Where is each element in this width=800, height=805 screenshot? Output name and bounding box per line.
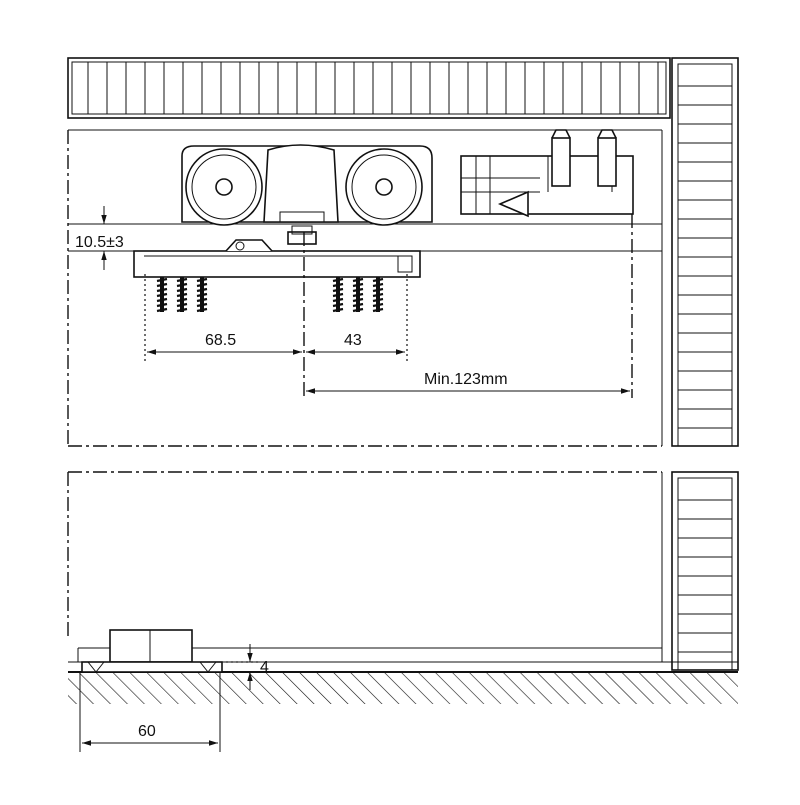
screw — [196, 277, 208, 313]
min-clearance-label: Min.123mm — [424, 371, 508, 388]
ceiling-slats — [67, 57, 671, 119]
screw — [332, 277, 344, 313]
floor-gap-label: 4 — [260, 659, 269, 676]
gap-label: 10.5±3 — [75, 234, 124, 251]
left-wheel — [185, 148, 263, 226]
floor-gap-dimension: 4 — [226, 644, 269, 690]
right-wheel — [345, 148, 423, 226]
screw-spacing-right-label: 43 — [344, 332, 362, 349]
gap-dimension: 10.5±3 — [70, 206, 138, 270]
screw-spacing-right-dimension: 43 — [306, 332, 405, 355]
screw — [372, 277, 384, 313]
floor-guide — [81, 629, 223, 673]
screw-spacing-left-label: 68.5 — [205, 332, 236, 349]
guide-width-dimension: 60 — [79, 672, 221, 752]
min-clearance-dimension: Min.123mm — [306, 371, 630, 394]
floor — [68, 661, 738, 704]
screw — [176, 277, 188, 313]
track-rail — [68, 223, 662, 252]
wall-column — [671, 57, 739, 447]
damper-unit — [460, 129, 634, 218]
guide-width-label: 60 — [138, 723, 156, 740]
mounting-plate — [133, 225, 421, 278]
lower-wall-column — [671, 471, 739, 671]
mounting-screws — [156, 277, 384, 313]
screw — [352, 277, 364, 313]
screw-spacing-left-dimension: 68.5 — [147, 332, 302, 355]
screw — [156, 277, 168, 313]
